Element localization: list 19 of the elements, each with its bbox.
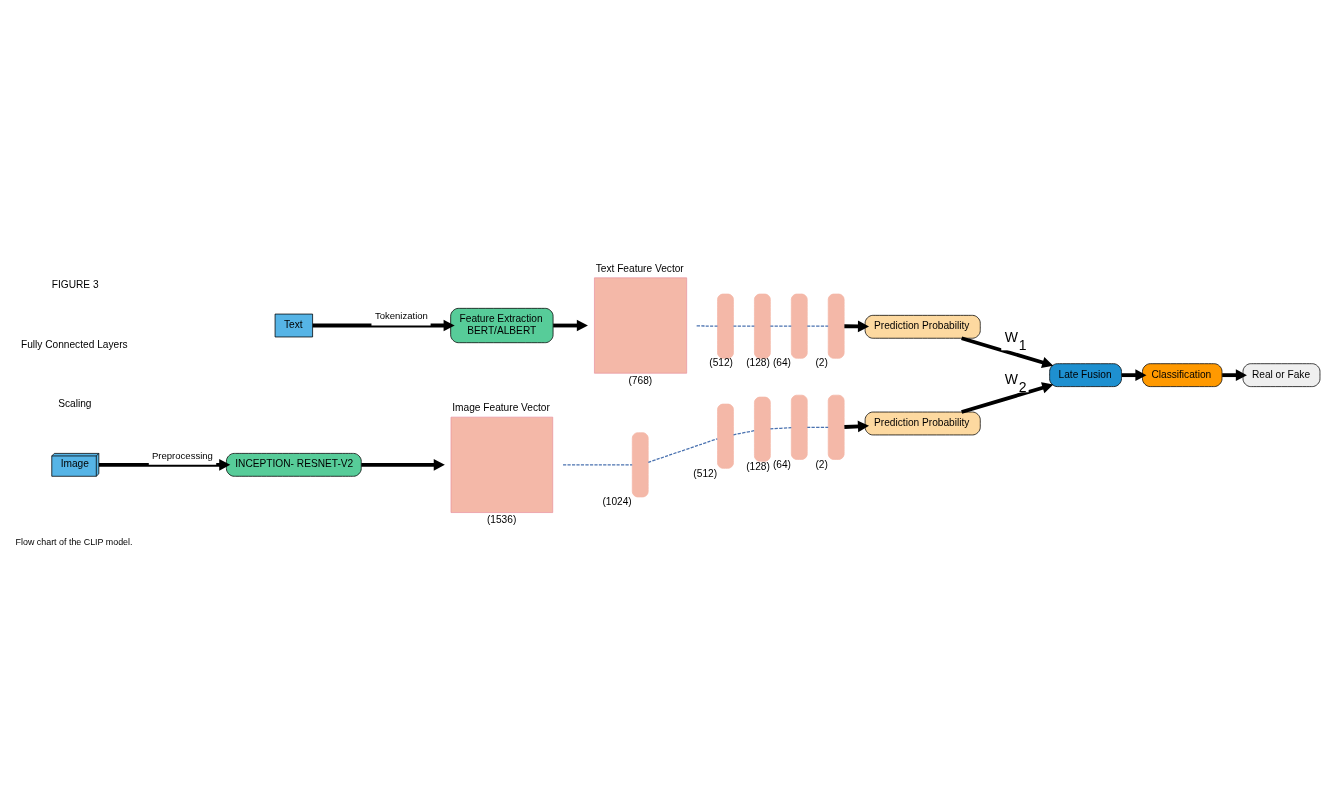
node-label: (512) [693, 467, 718, 479]
node-label: Image Feature Vector [452, 402, 550, 414]
label: Scaling [58, 398, 92, 410]
edge-label: Preprocessing [151, 449, 213, 461]
node-label: (64) [772, 458, 791, 470]
node-label: (768) [628, 374, 653, 386]
node-label: (1024) [602, 496, 632, 508]
edge-label: Tokenization [374, 310, 428, 322]
node-label: (2) [815, 458, 828, 470]
node-label: (128) [746, 460, 770, 472]
node-label: Text Feature Vector [595, 262, 684, 274]
node-label: (2) [815, 357, 828, 369]
caption: Flow chart of the CLIP model. [15, 536, 133, 547]
label: Fully Connected Layers [20, 338, 128, 350]
node-label: (128) [746, 357, 770, 369]
label: FIGURE 3 [51, 278, 99, 290]
node-label: (1536) [486, 514, 517, 526]
node-label: (64) [772, 357, 791, 369]
node-label: (512) [709, 357, 733, 369]
